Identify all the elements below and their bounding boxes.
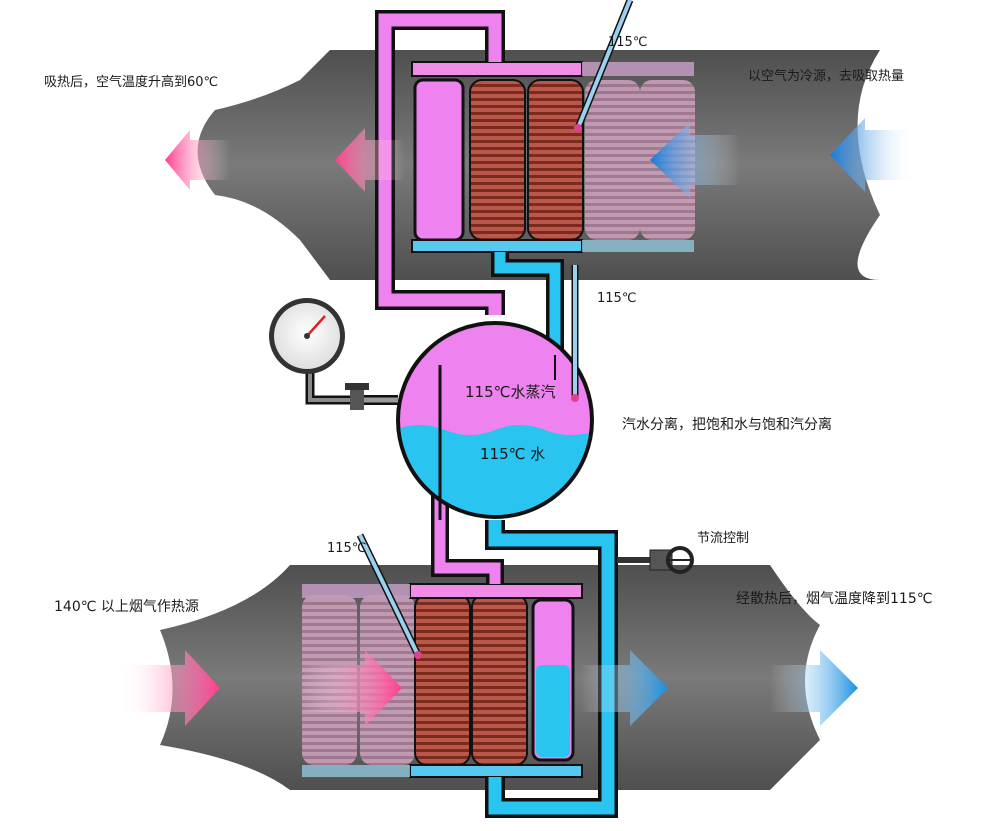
condensate-return-pipe <box>491 252 564 360</box>
valve-icon <box>345 383 369 410</box>
water-label: 115℃ 水 <box>480 445 546 463</box>
flue-gas-inlet-arrow <box>120 650 402 726</box>
bottom-right-label: 经散热后，烟气温度降到115℃ <box>736 591 933 607</box>
thermometer-icon <box>356 0 634 659</box>
temp-bottom-label: 115℃ <box>327 541 367 556</box>
temp-mid-label: 115℃ <box>597 291 637 306</box>
pressure-gauge-icon <box>269 298 398 405</box>
top-coil-bank <box>411 61 695 253</box>
hot-air-exit-arrow <box>165 128 405 192</box>
bottom-left-label: 140℃ 以上烟气作热源 <box>54 599 199 615</box>
flue-gas-exit-arrow <box>580 650 858 726</box>
temp-top-label: 115℃ <box>608 35 648 50</box>
cold-air-inlet-arrow <box>650 118 915 198</box>
steam-label: 115℃水蒸汽 <box>465 383 556 401</box>
top-left-label: 吸热后，空气温度升高到60℃ <box>44 75 219 90</box>
throttle-valve-icon <box>617 546 694 574</box>
top-right-label: 以空气为冷源，去吸取热量 <box>748 69 905 84</box>
steam-drum <box>396 321 594 520</box>
throttle-label: 节流控制 <box>697 531 750 546</box>
separator-label: 汽水分离，把饱和水与饱和汽分离 <box>622 417 832 433</box>
